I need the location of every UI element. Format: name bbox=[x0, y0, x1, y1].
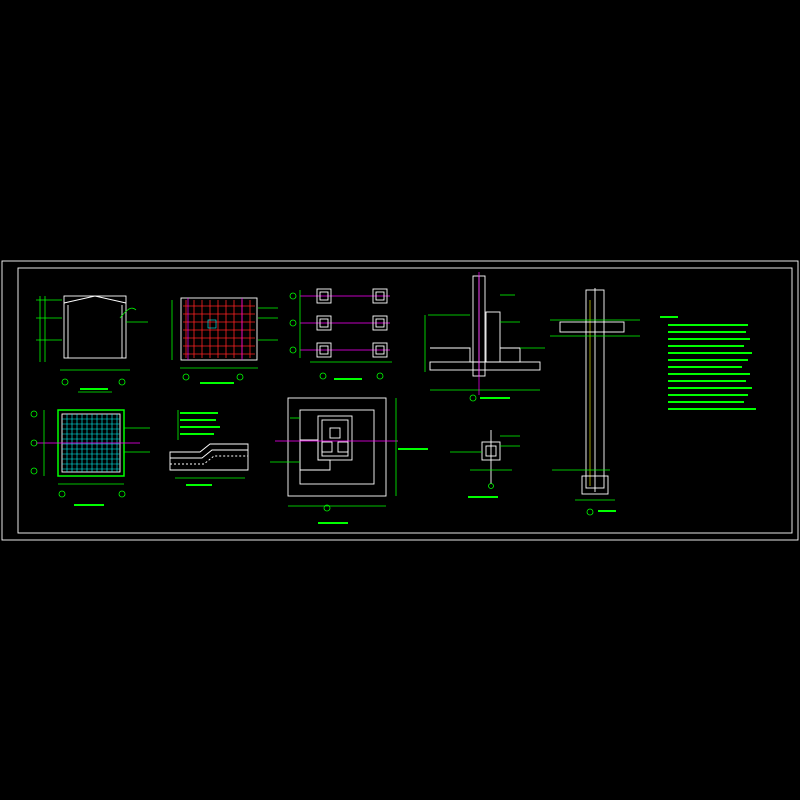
grid-plan-view bbox=[30, 409, 150, 506]
column-elevation-view bbox=[550, 288, 640, 516]
inner-frame bbox=[17, 267, 793, 534]
elevation-view bbox=[36, 295, 148, 393]
pit-plan-view bbox=[270, 397, 428, 524]
column-layout-view bbox=[289, 288, 392, 380]
foundation-section-view bbox=[424, 272, 545, 402]
outer-frame bbox=[1, 260, 799, 541]
general-notes-block bbox=[660, 316, 756, 410]
floor-layer-detail bbox=[169, 410, 249, 486]
rebar-plan-view bbox=[171, 297, 278, 384]
column-detail-view bbox=[450, 430, 520, 498]
